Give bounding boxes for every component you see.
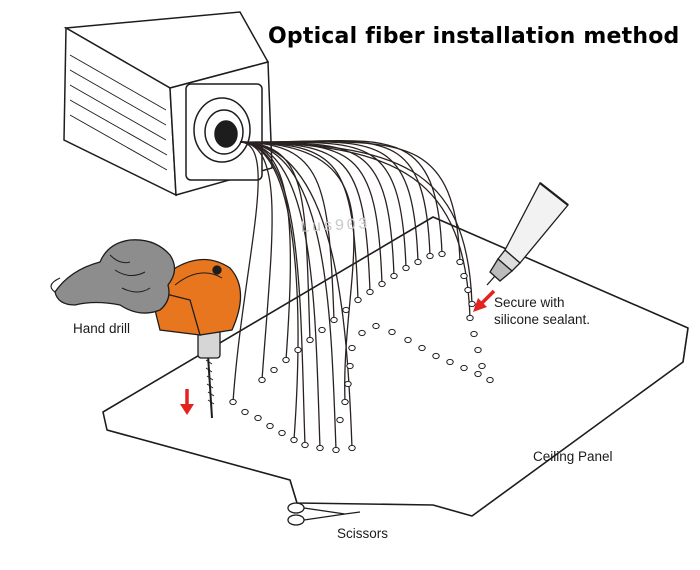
fiber-hole [330,316,338,324]
optical-fiber-strand [239,141,355,403]
fiber-hole [270,366,278,374]
hand-drill-label: Hand drill [73,321,131,336]
fiber-hole [446,358,454,366]
sealant-arrow-icon [473,289,496,312]
fiber-hole [316,444,324,452]
fiber-hole [346,362,354,370]
fiber-hole [354,296,362,304]
fiber-hole [278,429,286,437]
optical-fiber-strand [239,141,461,263]
optical-fibers [232,139,473,451]
fiber-hole [282,356,290,364]
fiber-hole [390,272,398,280]
sealant-label-line-2: silicone sealant. [494,312,591,327]
optical-fiber-strand [232,141,259,403]
optical-fiber-strand [239,141,321,449]
drill-down-arrow-icon [180,389,194,415]
fiber-hole [336,416,344,424]
fiber-hole [341,398,349,406]
fiber-hole [470,330,478,338]
optical-fiber-strand [239,141,471,319]
optical-fiber-strand [239,141,273,381]
fiber-hole [332,446,340,454]
fiber-hole [404,336,412,344]
optical-fiber-strand [239,141,311,341]
fiber-hole [348,444,356,452]
optical-fiber-strand [239,141,353,449]
sealant-label-line-1: Secure with [494,295,565,310]
fiber-hole [460,364,468,372]
light-source-box [63,11,273,197]
fiber-hole [466,314,474,322]
fiber-hole [438,250,446,258]
fiber-hole [414,258,422,266]
fiber-hole [468,300,476,308]
optical-fiber-strand [239,141,337,451]
fiber-hole [241,408,249,416]
sealant-tube-icon [486,182,569,286]
scissors-icon [287,502,361,526]
fiber-hole [358,329,366,337]
fiber-hole [366,288,374,296]
fiber-hole [348,344,356,352]
fiber-hole [474,346,482,354]
fiber-hole [478,362,486,370]
fiber-hole [474,370,482,378]
fiber-hole [372,322,380,330]
fiber-hole [344,380,352,388]
fiber-hole [426,252,434,260]
fiber-hole [342,306,350,314]
sealant-label: Secure with silicone sealant. [494,294,590,328]
fiber-hole [306,336,314,344]
fiber-hole [301,441,309,449]
ceiling-panel [102,216,689,517]
fiber-hole [464,286,472,294]
hand-drill-icon [50,239,242,419]
fiber-hole [229,398,237,406]
fiber-hole [456,258,464,266]
fiber-holes [229,250,494,454]
fiber-hole [266,422,274,430]
optical-fiber-strand [239,141,306,446]
fiber-hole [294,346,302,354]
scissors-label: Scissors [337,526,389,541]
fiber-hole [378,280,386,288]
ceiling-panel-label: Ceiling Panel [533,449,613,464]
watermark: Lus903 [299,215,371,237]
fiber-hole [318,326,326,334]
fiber-hole [258,376,266,384]
fiber-hole [460,272,468,280]
fiber-hole [388,328,396,336]
optical-fiber-strand [239,141,335,321]
fiber-hole [290,436,298,444]
fiber-hole [486,376,494,384]
optical-fiber-strand [239,141,299,441]
diagram-title: Optical fiber installation method [268,24,680,49]
fiber-hole [418,344,426,352]
fiber-hole [402,264,410,272]
fiber-hole [432,352,440,360]
fiber-hole [254,414,262,422]
